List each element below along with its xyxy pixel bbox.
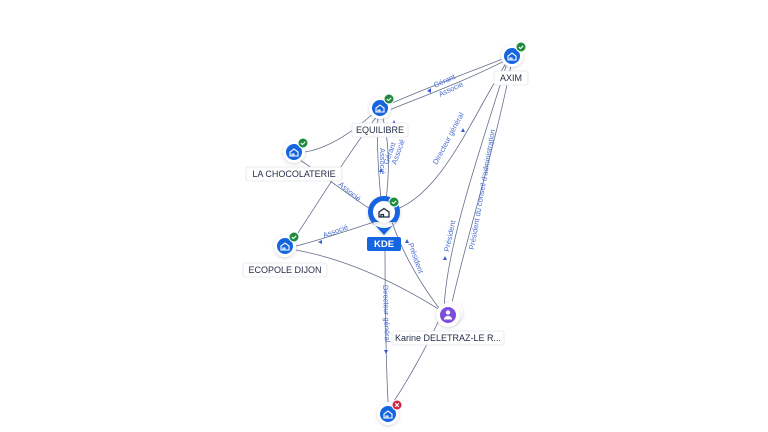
building-icon [383,410,393,419]
arrow-marker [443,256,447,260]
edge-ecopole-karine [295,249,441,311]
edge-label-directeur-general: Directeur général [381,285,392,343]
arrow-marker [379,168,383,172]
edge-karine-closed [391,321,439,405]
node-equilibre[interactable]: EQUILIBRE [351,93,409,138]
arrow-marker [318,240,322,244]
edge-label-president-conseil: Président du conseil d'administration [467,129,497,251]
status-active-icon [383,93,395,105]
node-axim[interactable]: AXIM [493,41,529,86]
edge-axim-equilibre-2 [383,57,511,113]
status-active-icon [388,196,400,208]
building-icon [507,52,517,61]
edge-label-associe: Associé [322,222,350,239]
edge-labels: Gérant Associé Gérant Associé Associé Di… [322,72,498,343]
node-la-chocolaterie[interactable]: LA CHOCOLATERIE [245,137,343,182]
node-closed-company[interactable] [377,399,403,425]
edge-kde-closed [384,239,389,403]
edge-kde-karine [391,221,443,313]
status-active-icon [297,137,309,149]
building-icon [375,104,385,113]
edge-axim-karine-2 [449,59,513,313]
edge-axim-karine-1 [443,59,509,313]
building-icon [280,242,290,251]
arrow-marker [384,350,388,354]
edges [291,55,513,405]
edge-label-directeur-general: Directeur général [431,111,466,166]
edge-label-associe: Associé [378,148,387,174]
status-active-icon [288,231,300,243]
building-icon [289,148,299,157]
node-label-karine: Karine DELETRAZ-LE R... [395,333,501,343]
building-icon [378,207,390,218]
node-label-la-chocolaterie: LA CHOCOLATERIE [252,169,335,179]
arrow-marker [427,88,431,93]
arrow-marker [405,239,409,243]
edge-label-president: Président [406,242,426,276]
node-label-axim: AXIM [500,73,522,83]
node-karine[interactable]: Karine DELETRAZ-LE R... [391,301,505,346]
edge-chocolaterie-equilibre [304,111,376,153]
edge-label-associe: Associé [337,180,363,204]
node-label-equilibre: EQUILIBRE [356,125,404,135]
edge-axim-equilibre-1 [380,55,511,109]
arrow-marker [461,128,465,132]
edge-kde-ecopole [295,221,375,247]
person-icon [443,310,453,320]
node-kde[interactable]: KDE [367,196,401,251]
node-label-ecopole-dijon: ECOPOLE DIJON [248,265,321,275]
status-active-icon [515,41,527,53]
node-ecopole-dijon[interactable]: ECOPOLE DIJON [242,231,328,278]
node-label-kde: KDE [374,239,394,250]
